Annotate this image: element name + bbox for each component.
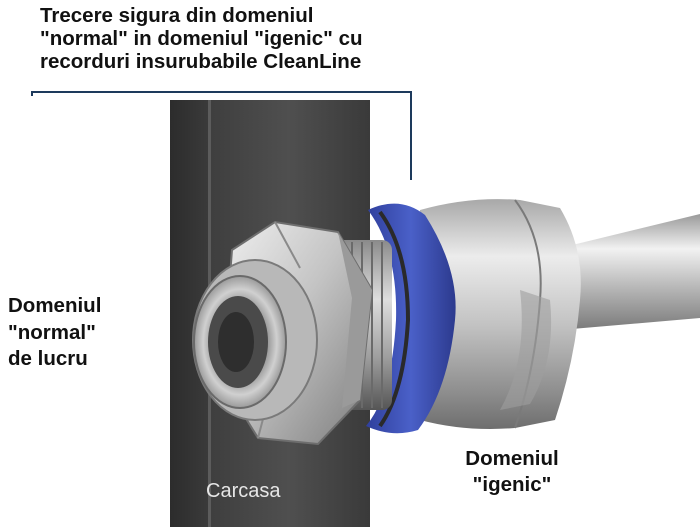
inner-socket (192, 259, 318, 421)
normal-zone-line: de lucru (8, 347, 88, 370)
normal-zone-label: Domeniul "normal" de lucru (8, 293, 101, 373)
housing-label: Carcasa (206, 480, 281, 502)
hygienic-zone-line: Domeniul (465, 447, 559, 470)
normal-zone-line: Domeniul (8, 294, 102, 317)
callout-text: Trecere sigura din domeniul "normal" in … (40, 4, 500, 73)
callout-line: "normal" in domeniul "igenic" cu (40, 27, 363, 50)
normal-zone-line: "normal" (8, 320, 96, 344)
hygienic-zone-label: Domeniul "igenic" (448, 446, 576, 498)
fitting-body (420, 199, 581, 429)
pipe (560, 214, 700, 330)
callout-line: recorduri insurubabile CleanLine (40, 50, 362, 73)
callout-line: Trecere sigura din domeniul (40, 4, 314, 27)
seal-ring (366, 203, 456, 434)
callout-leader-line (31, 91, 412, 180)
hygienic-zone-line: "igenic" (472, 473, 552, 496)
